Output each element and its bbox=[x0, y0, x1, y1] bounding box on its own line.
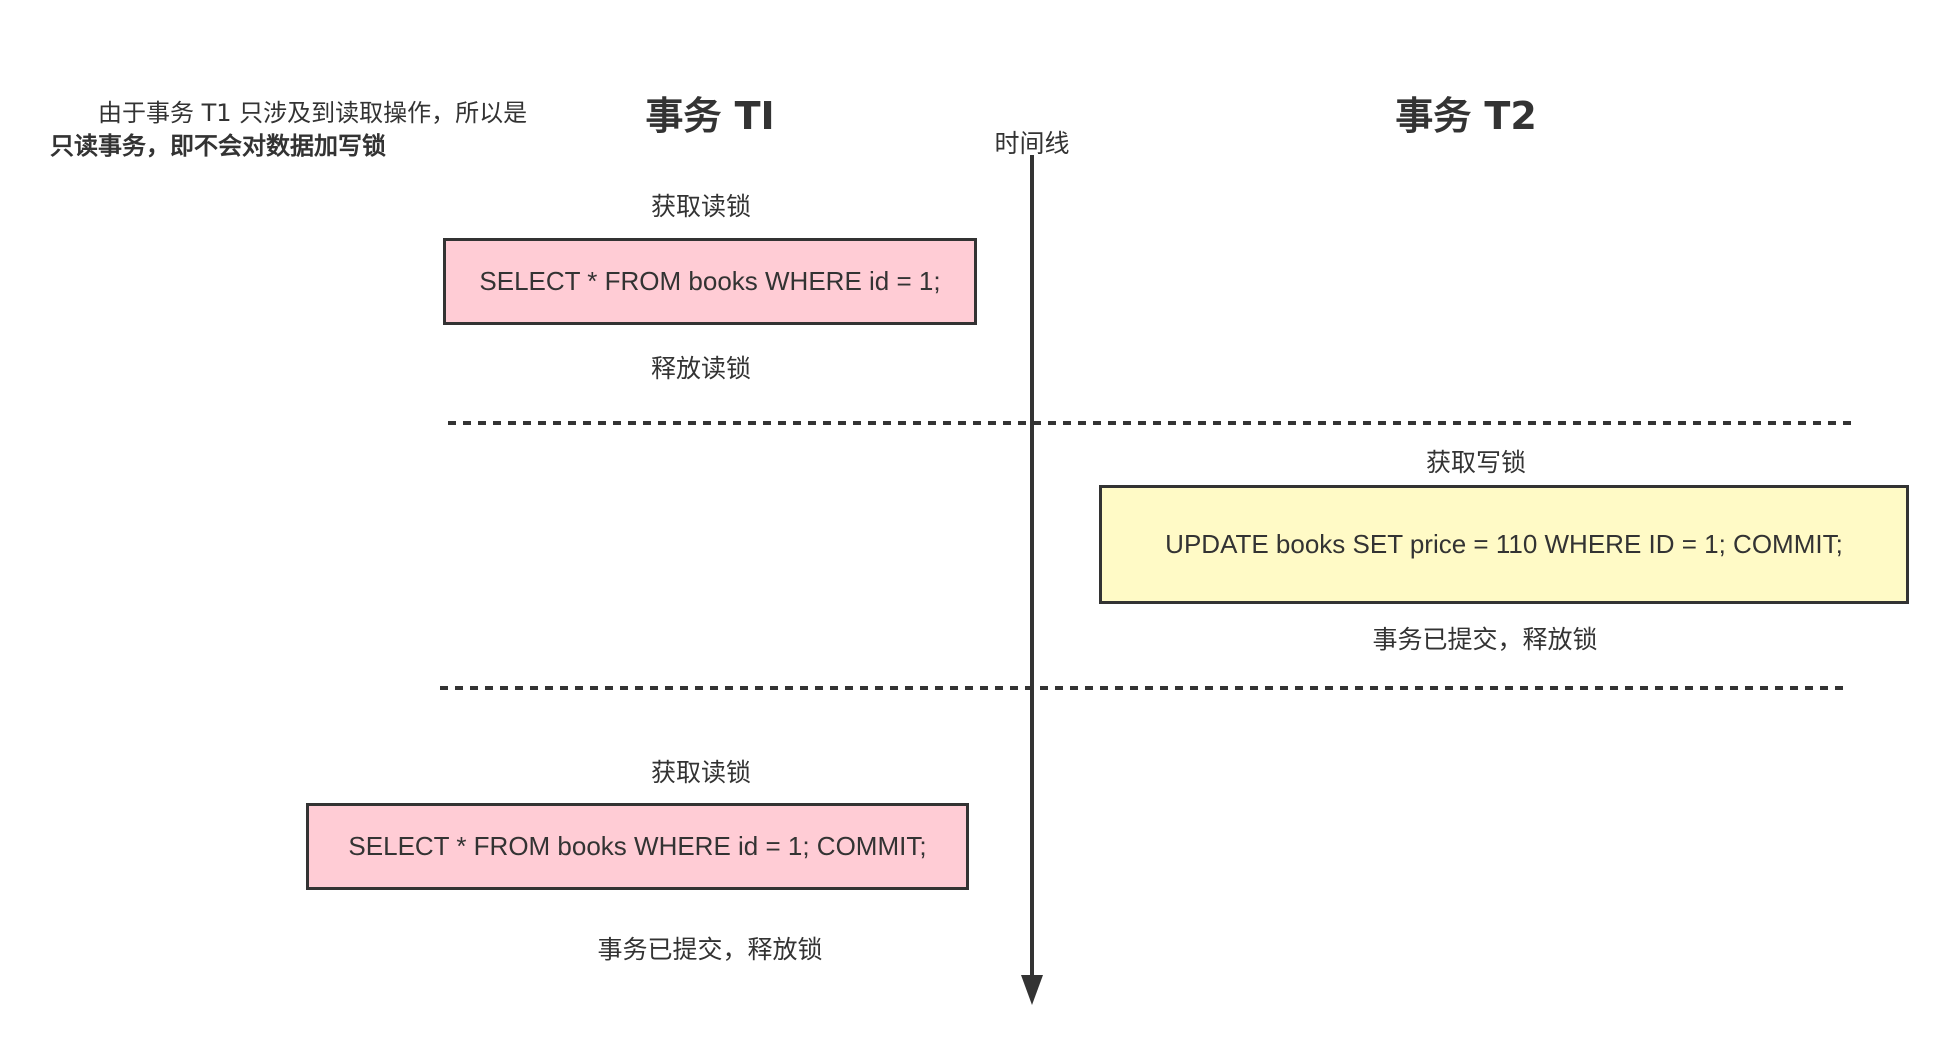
t1-acquire-read-lock-label-2: 获取读锁 bbox=[650, 758, 751, 787]
timeline-label: 时间线 bbox=[994, 129, 1070, 158]
t1-select-commit-statement-box: SELECT * FROM books WHERE id = 1; COMMIT… bbox=[306, 803, 969, 890]
note-line-2: 只读事务，即不会对数据加写锁 bbox=[50, 132, 386, 160]
t1-select-statement-box: SELECT * FROM books WHERE id = 1; bbox=[443, 238, 977, 325]
timeline-arrowhead bbox=[1021, 975, 1043, 1005]
transaction-t1-heading: 事务 TI bbox=[645, 94, 775, 138]
t2-update-statement-text: UPDATE books SET price = 110 WHERE ID = … bbox=[1165, 529, 1843, 559]
t1-release-read-lock-label: 释放读锁 bbox=[650, 354, 751, 383]
t2-committed-release-lock-label: 事务已提交，释放锁 bbox=[1372, 625, 1598, 654]
t2-update-statement-box: UPDATE books SET price = 110 WHERE ID = … bbox=[1099, 485, 1909, 604]
t1-select-commit-statement-text: SELECT * FROM books WHERE id = 1; COMMIT… bbox=[348, 831, 927, 861]
transaction-t2-heading: 事务 T2 bbox=[1395, 94, 1537, 138]
note-line-1: 由于事务 T1 只涉及到读取操作，所以是 bbox=[98, 99, 528, 127]
t1-acquire-read-lock-label: 获取读锁 bbox=[650, 192, 751, 221]
t2-acquire-write-lock-label: 获取写锁 bbox=[1425, 448, 1526, 477]
t1-committed-release-lock-label: 事务已提交，释放锁 bbox=[597, 935, 823, 964]
read-only-note: 由于事务 T1 只涉及到读取操作，所以是 只读事务，即不会对数据加写锁 bbox=[50, 97, 610, 163]
t1-select-statement-text: SELECT * FROM books WHERE id = 1; bbox=[479, 266, 941, 296]
